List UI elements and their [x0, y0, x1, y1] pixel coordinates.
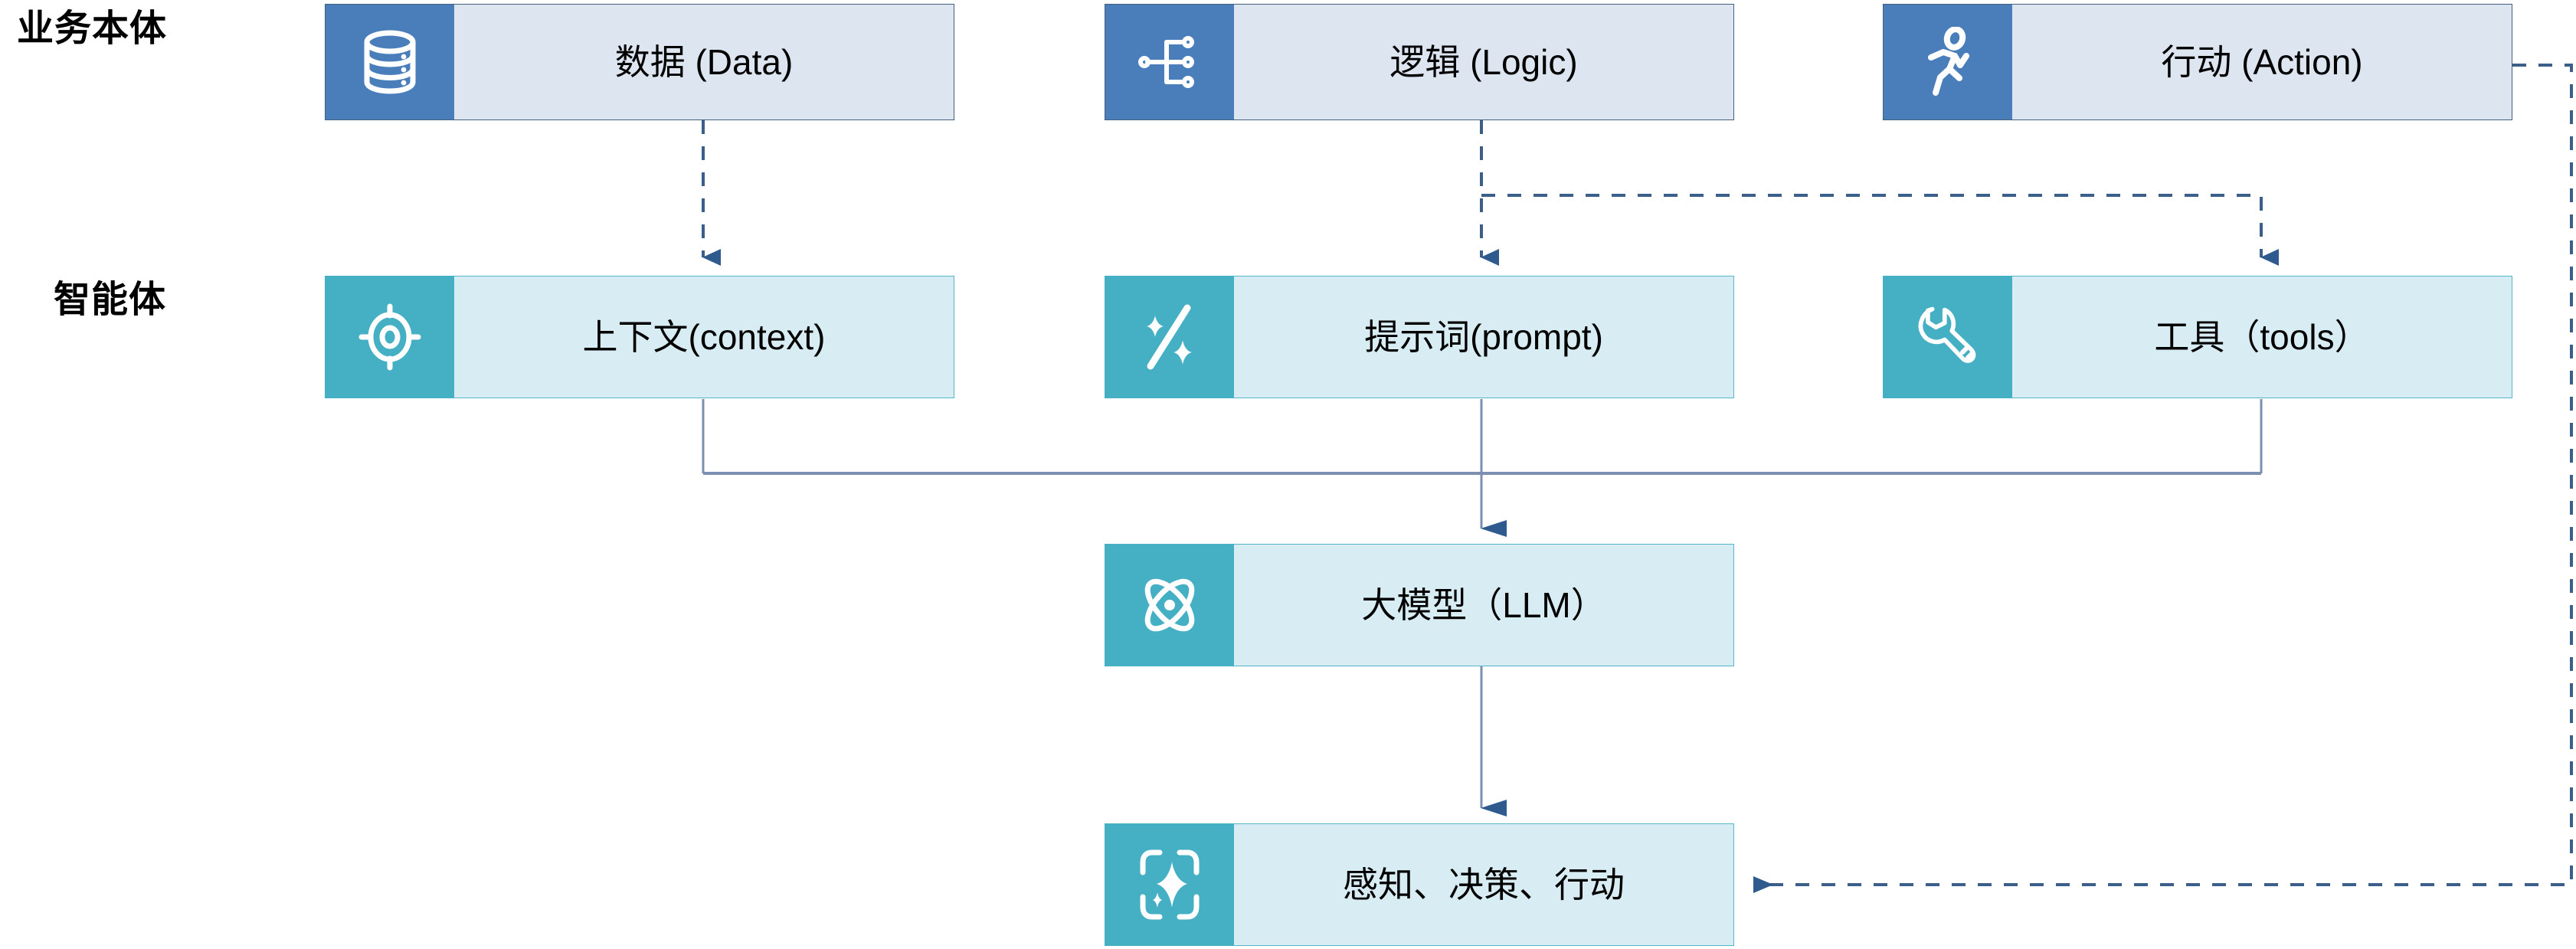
magic-wand-icon	[1105, 276, 1234, 398]
node-prompt[interactable]: 提示词(prompt)	[1105, 276, 1734, 398]
node-action-label-pane: 行动 (Action)	[2012, 4, 2512, 120]
node-data[interactable]: 数据 (Data)	[325, 4, 954, 120]
node-logic[interactable]: 逻辑 (Logic)	[1105, 4, 1734, 120]
target-icon	[325, 276, 454, 398]
running-person-icon	[1883, 4, 2012, 120]
row-label-agent-tier: 智能体	[54, 280, 167, 320]
node-prompt-label: 提示词(prompt)	[1364, 316, 1603, 357]
node-logic-label-pane: 逻辑 (Logic)	[1234, 4, 1734, 120]
node-tools[interactable]: 工具（tools）	[1883, 276, 2512, 398]
row-label-business-tier: 业务本体	[17, 8, 168, 49]
node-context[interactable]: 上下文(context)	[325, 276, 954, 398]
node-action-label: 行动 (Action)	[2161, 41, 2363, 82]
node-data-label: 数据 (Data)	[614, 41, 794, 82]
node-logic-label: 逻辑 (Logic)	[1389, 41, 1578, 82]
node-context-label-pane: 上下文(context)	[454, 276, 954, 398]
node-perception[interactable]: 感知、决策、行动	[1105, 823, 1734, 946]
node-prompt-label-pane: 提示词(prompt)	[1234, 276, 1734, 398]
atom-icon	[1105, 544, 1234, 666]
node-perception-label-pane: 感知、决策、行动	[1234, 823, 1734, 946]
wrench-icon	[1883, 276, 2012, 398]
node-tools-label: 工具（tools）	[2154, 316, 2370, 357]
node-perception-label: 感知、决策、行动	[1343, 864, 1625, 905]
hierarchy-icon	[1105, 4, 1234, 120]
node-tools-label-pane: 工具（tools）	[2012, 276, 2512, 398]
connector-logic-to-tools	[1481, 194, 2279, 266]
database-icon	[325, 4, 454, 120]
node-llm-label-pane: 大模型（LLM）	[1234, 544, 1734, 666]
node-llm-label: 大模型（LLM）	[1361, 584, 1606, 625]
node-data-label-pane: 数据 (Data)	[454, 4, 954, 120]
connector-action-to-perception	[1753, 64, 2573, 893]
ai-sparkle-frame-icon	[1105, 823, 1234, 946]
connector-agents-to-llm	[702, 399, 2263, 537]
node-context-label: 上下文(context)	[582, 316, 826, 357]
node-action[interactable]: 行动 (Action)	[1883, 4, 2512, 120]
node-llm[interactable]: 大模型（LLM）	[1105, 544, 1734, 666]
